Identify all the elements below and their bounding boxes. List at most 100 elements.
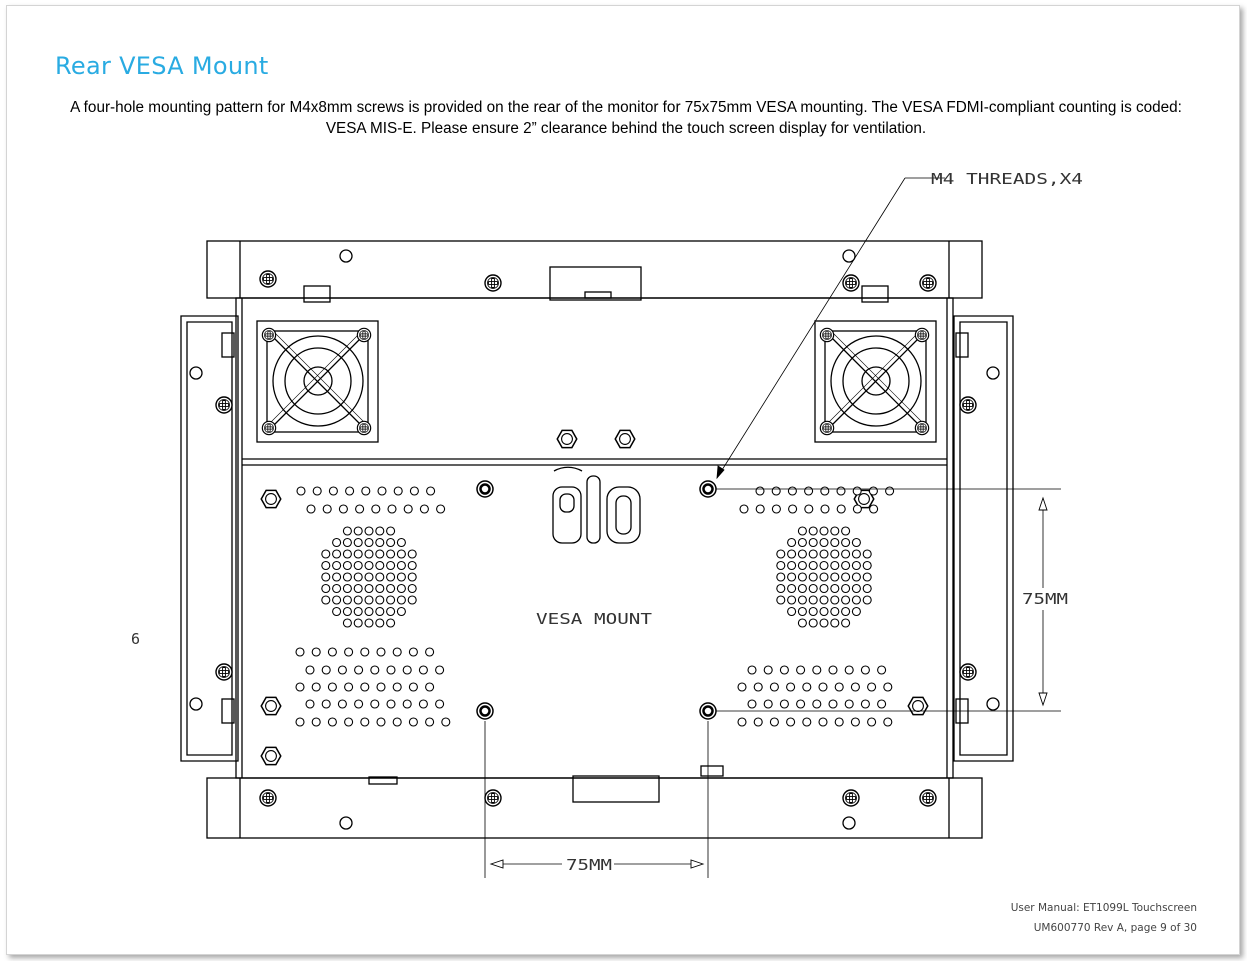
vent-hole — [755, 486, 765, 496]
vent-hole — [828, 699, 838, 709]
vent-hole — [786, 717, 796, 727]
vent-hole — [386, 537, 396, 548]
vent-hole — [737, 717, 747, 727]
vent-hole — [841, 618, 851, 628]
vent-hole — [786, 682, 796, 692]
vent-hole — [779, 699, 789, 709]
vent-hole — [353, 595, 363, 605]
vent-hole — [841, 526, 851, 536]
vent-hole — [841, 583, 851, 594]
vent-hole — [332, 572, 342, 582]
vent-hole — [332, 606, 342, 617]
vent-hole — [418, 699, 428, 709]
vent-hole — [364, 549, 374, 559]
vent-hole — [355, 504, 365, 514]
vent-hole — [392, 647, 402, 657]
vent-hole — [808, 606, 818, 617]
vent-hole — [337, 665, 347, 675]
vent-hole — [851, 537, 861, 548]
intro-line-2: VESA MIS-E. Please ensure 2” clearance b… — [325, 120, 927, 137]
vent-hole — [375, 606, 385, 617]
vent-hole — [867, 682, 877, 692]
vent-hole — [877, 665, 887, 675]
vent-hole — [877, 699, 887, 709]
manual-page: Rear VESA Mount A four-hole mounting pat… — [6, 5, 1240, 955]
vent-hole — [862, 572, 872, 582]
vent-hole — [342, 560, 352, 571]
vent-hole — [402, 665, 412, 675]
vent-hole — [360, 647, 370, 657]
vent-hole — [851, 583, 861, 594]
vent-hole — [787, 595, 797, 605]
vent-hole — [386, 526, 396, 536]
vent-hole — [396, 549, 406, 559]
vent-hole — [371, 504, 381, 514]
vent-hole — [419, 504, 429, 514]
vent-hole — [407, 549, 417, 559]
vent-hole — [425, 717, 435, 727]
vent-hole — [344, 682, 354, 692]
vent-hole — [841, 572, 851, 582]
vent-hole — [342, 549, 352, 559]
vent-hole — [820, 504, 830, 514]
vent-hole — [311, 682, 321, 692]
vent-hole — [787, 560, 797, 571]
vent-hole — [327, 682, 337, 692]
page-title: Rear VESA Mount — [55, 52, 269, 80]
vent-hole — [868, 486, 878, 496]
vent-hole — [418, 665, 428, 675]
vent-hole — [763, 699, 773, 709]
vent-hole — [851, 549, 861, 559]
vent-hole — [797, 560, 807, 571]
vent-hole — [747, 699, 757, 709]
vent-hole — [435, 699, 445, 709]
vent-hole — [353, 606, 363, 617]
vent-hole — [364, 606, 374, 617]
vent-hole — [747, 665, 757, 675]
vent-hole — [862, 549, 872, 559]
footer-manual-title: User Manual: ET1099L Touchscreen — [1010, 902, 1197, 914]
vent-hole — [841, 537, 851, 548]
vent-hole — [819, 560, 829, 571]
vent-hole — [407, 583, 417, 594]
vent-hole — [321, 665, 331, 675]
vent-hole — [342, 526, 352, 536]
vent-hole — [830, 606, 840, 617]
vent-hole — [867, 717, 877, 727]
vent-hole — [841, 595, 851, 605]
vent-hole — [830, 595, 840, 605]
vent-hole — [321, 560, 331, 571]
vent-hole — [353, 537, 363, 548]
vent-hole — [808, 595, 818, 605]
vent-hole — [812, 699, 822, 709]
vent-hole — [386, 560, 396, 571]
vent-hole — [830, 560, 840, 571]
vesa-mount-label: VESA MOUNT — [536, 610, 652, 628]
vent-hole — [788, 504, 798, 514]
vent-hole — [386, 595, 396, 605]
vent-hole — [338, 504, 348, 514]
vent-hole — [860, 699, 870, 709]
vent-hole — [392, 682, 402, 692]
vent-hole — [295, 717, 305, 727]
vent-hole — [869, 504, 879, 514]
vent-hole — [844, 699, 854, 709]
vent-hole — [364, 560, 374, 571]
vent-hole — [797, 526, 807, 536]
vent-hole — [344, 647, 354, 657]
vent-hole — [862, 560, 872, 571]
rear-vesa-drawing: elo M4 THREADS,X4 VESA MOUNT 75MM 75MM 6 — [131, 170, 1083, 878]
vent-hole — [808, 618, 818, 628]
vent-hole — [321, 583, 331, 594]
vent-hole — [818, 682, 828, 692]
vent-hole — [408, 717, 418, 727]
vent-hole — [375, 526, 385, 536]
vent-hole — [802, 682, 812, 692]
vent-hole — [828, 665, 838, 675]
vent-hole — [386, 572, 396, 582]
vent-hole — [375, 560, 385, 571]
vent-hole — [402, 699, 412, 709]
vent-hole — [883, 682, 893, 692]
vent-hole — [392, 717, 402, 727]
vent-hole — [409, 486, 419, 496]
